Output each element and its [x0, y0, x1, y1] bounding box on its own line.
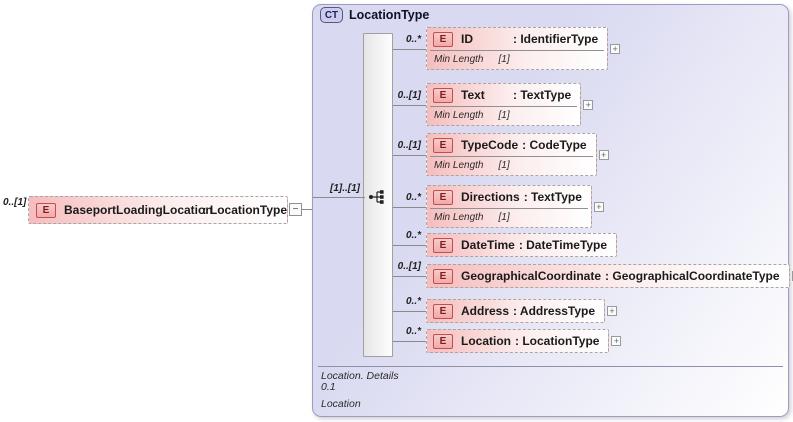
facet-value: [1] [498, 212, 510, 223]
element-name: Text [461, 88, 485, 102]
facet-name: Min Length [434, 110, 484, 121]
complex-type-badge-icon: CT [320, 7, 343, 23]
element-icon: E [433, 303, 453, 319]
facet-value: [1] [498, 160, 510, 171]
element-name: Directions [461, 190, 520, 204]
facet-name: Min Length [434, 212, 484, 223]
expand-icon[interactable]: + [593, 201, 604, 212]
cardinality-label: 0..* [405, 229, 421, 241]
facet-name: Min Length [434, 54, 484, 65]
element-icon: E [36, 202, 56, 218]
connector-line [393, 48, 426, 50]
sequence-icon[interactable] [368, 189, 388, 205]
facet-name: Min Length [434, 160, 484, 171]
expand-icon[interactable]: + [610, 43, 621, 54]
panel-title: LocationType [349, 8, 430, 22]
facet-row: Min Length [1] [430, 50, 605, 69]
annotation-line-2: 0.1 [321, 381, 336, 393]
element-type: : AddressType [513, 304, 596, 318]
element-type: : DateTimeType [518, 238, 608, 252]
cardinality-label: 0..[1] [397, 139, 421, 151]
root-cardinality-label: 0..[1] [3, 197, 27, 208]
collapse-icon[interactable]: − [289, 203, 302, 216]
element-type: : GeographicalCoordinateType [605, 269, 780, 283]
connector-line [393, 154, 426, 156]
facet-row: Min Length [1] [430, 106, 578, 125]
element-type: : CodeType [522, 138, 587, 152]
connector-line [393, 340, 426, 342]
element-box[interactable]: E ID : IdentifierType Min Length [1] [426, 27, 609, 70]
root-element-type: : LocationType [202, 203, 287, 217]
element-type: : LocationType [515, 334, 600, 348]
element-box[interactable]: E TypeCode : CodeType Min Length [1] [426, 133, 597, 176]
element-box[interactable]: E Address : AddressType [426, 299, 606, 323]
expand-icon[interactable]: + [611, 336, 622, 346]
cardinality-label: 0..* [405, 325, 421, 337]
connector-line [393, 244, 426, 246]
connector-line [393, 275, 426, 277]
element-name: ID [461, 32, 473, 46]
element-box[interactable]: E DateTime : DateTimeType [426, 233, 618, 257]
element-icon: E [433, 237, 453, 253]
element-icon: E [433, 268, 453, 284]
element-type: : TextType [513, 88, 572, 102]
cardinality-label: 0..* [405, 191, 421, 203]
cardinality-label: 0..* [405, 295, 421, 307]
annotation-line-3: Location [321, 398, 361, 410]
compositor-cardinality-label: [1]..[1] [330, 183, 360, 194]
element-box[interactable]: E GeographicalCoordinate : GeographicalC… [426, 264, 790, 288]
element-name: DateTime [461, 238, 515, 252]
element-box[interactable]: E Location : LocationType [426, 329, 610, 353]
panel-header: CT LocationType [320, 7, 429, 23]
element-icon: E [433, 333, 453, 349]
element-icon: E [433, 137, 453, 153]
connector-line [393, 104, 426, 106]
cardinality-label: 0..* [405, 33, 421, 45]
element-name: TypeCode [461, 138, 519, 152]
facet-value: [1] [498, 54, 510, 65]
root-element-box[interactable]: E BaseportLoadingLocation : LocationType [28, 196, 288, 224]
facet-row: Min Length [1] [430, 156, 593, 175]
cardinality-label: 0..[1] [397, 260, 421, 272]
connector-line [302, 209, 312, 210]
element-name: Location [461, 334, 511, 348]
footer-separator [318, 366, 783, 367]
root-element-name: BaseportLoadingLocation [64, 203, 213, 217]
expand-icon[interactable]: + [791, 271, 793, 281]
element-icon: E [433, 87, 453, 103]
element-icon: E [433, 189, 453, 205]
element-name: Address [461, 304, 510, 318]
connector-line [313, 197, 365, 198]
element-type: : TextType [523, 190, 582, 204]
element-box[interactable]: E Directions : TextType Min Length [1] [426, 185, 592, 228]
element-icon: E [433, 31, 453, 47]
element-box[interactable]: E Text : TextType Min Length [1] [426, 83, 582, 126]
connector-line [393, 206, 426, 208]
expand-icon[interactable]: + [607, 306, 618, 316]
sequence-compositor-bar [363, 33, 393, 357]
element-type: : IdentifierType [513, 32, 599, 46]
cardinality-label: 0..[1] [397, 89, 421, 101]
annotation-line-1: Location. Details [321, 370, 399, 382]
element-name: GeographicalCoordinate [461, 269, 602, 283]
facet-value: [1] [498, 110, 510, 121]
expand-icon[interactable]: + [598, 149, 609, 160]
expand-icon[interactable]: + [583, 99, 594, 110]
connector-line [393, 310, 426, 312]
facet-row: Min Length [1] [430, 208, 588, 227]
